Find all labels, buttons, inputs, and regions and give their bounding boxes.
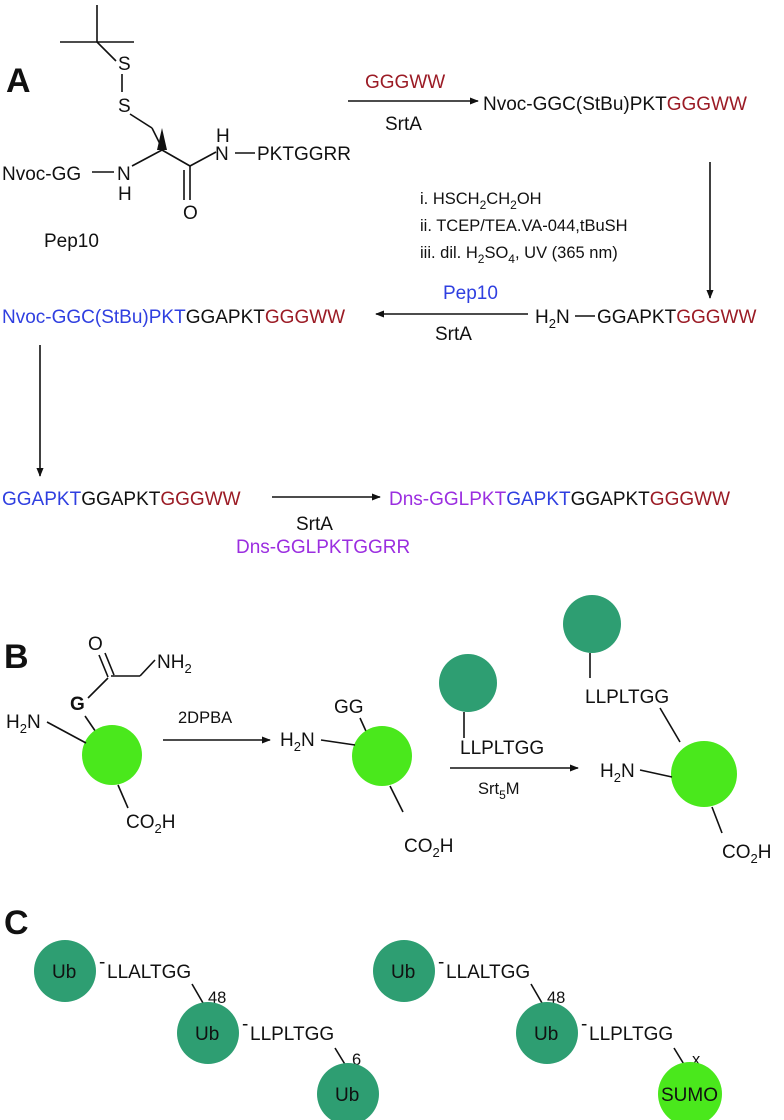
step4-enzyme: SrtA xyxy=(296,514,333,535)
ub-chain-left: Ub - LLALTGG 48 Ub - LLPLTGG 6 Ub xyxy=(34,940,379,1120)
carbonyl-oxygen: O xyxy=(183,203,198,224)
ub-label-1: Ub xyxy=(52,962,76,983)
pep10-label: Pep10 xyxy=(44,231,99,252)
ub-sphere-2 xyxy=(177,1002,239,1064)
pep10-c-terminus: PKTGGRR xyxy=(257,144,351,165)
panel-label-b: B xyxy=(4,638,29,676)
svg-text:iii. dil. H2SO4, UV (365 nm): iii. dil. H2SO4, UV (365 nm) xyxy=(420,244,618,266)
step4-reaction: GGAPKTGGAPKTGGGWW SrtA Dns-GGLPKTGGRR Dn… xyxy=(2,489,730,558)
b-substrate: LLPLTGG xyxy=(439,654,544,759)
svg-text:ii. TCEP/TEA.VA-044,tBuSH: ii. TCEP/TEA.VA-044,tBuSH xyxy=(420,217,628,235)
b-co2h-2: CO2H xyxy=(404,836,453,860)
step1-product: Nvoc-GGC(StBu)PKTGGGWW xyxy=(483,94,747,115)
step4-product: Dns-GGLPKTGAPKTGGAPKTGGGWW xyxy=(389,489,730,510)
ub-sphere-1 xyxy=(34,940,96,1002)
ub-chain-right: Ub - LLALTGG 48 Ub - LLPLTGG x SUMO xyxy=(373,940,722,1120)
ub-label-5: Ub xyxy=(534,1024,558,1045)
amide-n-right: N xyxy=(215,144,229,165)
ub-label-2: Ub xyxy=(195,1024,219,1045)
b-glycine-label: G xyxy=(70,694,85,715)
c-linker-2: LLPLTGG xyxy=(250,1024,334,1045)
sulfur-atom-1: S xyxy=(118,54,131,75)
step1-reagent: GGGWW xyxy=(365,72,445,93)
step1-reaction: GGGWW SrtA Nvoc-GGC(StBu)PKTGGGWW xyxy=(348,72,747,135)
c-linker-3: LLALTGG xyxy=(446,962,530,983)
c-kx: x xyxy=(692,1051,701,1069)
pep10-n-terminus: Nvoc-GG xyxy=(2,164,81,185)
h2n-intermediate: H2N GGAPKTGGGWW xyxy=(535,307,756,331)
step3-reaction: Pep10 SrtA Nvoc-GGC(StBu)PKTGGAPKTGGGWW xyxy=(2,283,528,345)
sumo-label: SUMO xyxy=(661,1085,718,1106)
step3-enzyme: SrtA xyxy=(435,324,472,345)
b-reagent-2dpba: 2DPBA xyxy=(178,709,232,727)
amide-h-left: H xyxy=(118,184,132,205)
protein-sphere-1 xyxy=(82,725,142,785)
panel-label-c: C xyxy=(4,904,29,942)
b-gg-label: GG xyxy=(334,697,364,718)
protein-sphere-2 xyxy=(352,726,412,786)
svg-text:i. HSCH2CH2OH: i. HSCH2CH2OH xyxy=(420,190,542,212)
step4-substrate: GGAPKTGGAPKTGGGWW xyxy=(2,489,241,510)
svg-text:-: - xyxy=(438,952,444,973)
ligated-sphere xyxy=(563,595,621,653)
b-nh2: NH2 xyxy=(157,652,192,676)
ub-sphere-4 xyxy=(373,940,435,1002)
amide-n-left: N xyxy=(117,164,131,185)
c-linker-4: LLPLTGG xyxy=(589,1024,673,1045)
b-h2n-2: H2N xyxy=(280,730,315,754)
sumo-sphere xyxy=(658,1062,722,1120)
panel-label-a: A xyxy=(6,62,31,100)
svg-text:GGAPKTGGGWW: GGAPKTGGGWW xyxy=(597,307,756,328)
ub-sphere-3 xyxy=(317,1063,379,1120)
ub-label-4: Ub xyxy=(391,962,415,983)
substrate-sphere xyxy=(439,654,497,712)
b-h2n-3: H2N xyxy=(600,761,635,785)
protein-start: O NH2 G H2N CO2H xyxy=(6,634,192,836)
b-lpxtg-label: LLPLTGG xyxy=(460,738,544,759)
c-linker-1: LLALTGG xyxy=(107,962,191,983)
protein-sphere-3 xyxy=(671,741,737,807)
b-carbonyl-oxygen: O xyxy=(88,634,103,655)
b-h2n-1: H2N xyxy=(6,712,41,736)
step3-reagent: Pep10 xyxy=(443,283,498,304)
ub-sphere-5 xyxy=(516,1002,578,1064)
b-product-linker: LLPLTGG xyxy=(585,687,669,708)
svg-text:-: - xyxy=(242,1014,248,1035)
step2-conditions: i. HSCH2CH2OH ii. TCEP/TEA.VA-044,tBuSH … xyxy=(420,190,628,266)
step4-reagent: Dns-GGLPKTGGRR xyxy=(236,537,410,558)
pep10-structure: S S N H Nvoc-GG O H N PKTGGRR Pep10 xyxy=(2,5,351,252)
protein-product: LLPLTGG H2N CO2H xyxy=(563,595,771,866)
sulfur-atom-2: S xyxy=(118,96,131,117)
step3-product: Nvoc-GGC(StBu)PKTGGAPKTGGGWW xyxy=(2,307,345,328)
svg-text:-: - xyxy=(581,1014,587,1035)
svg-text:-: - xyxy=(99,952,105,973)
ub-label-3: Ub xyxy=(335,1085,359,1106)
b-co2h-3: CO2H xyxy=(722,842,771,866)
svg-text:H2N: H2N xyxy=(535,307,570,331)
b-enzyme: Srt5M xyxy=(478,780,520,802)
amide-h-right: H xyxy=(216,126,230,147)
protein-middle: GG H2N CO2H xyxy=(280,697,453,860)
c-k6: 6 xyxy=(352,1051,361,1069)
step1-enzyme: SrtA xyxy=(385,114,422,135)
b-co2h-1: CO2H xyxy=(126,812,175,836)
